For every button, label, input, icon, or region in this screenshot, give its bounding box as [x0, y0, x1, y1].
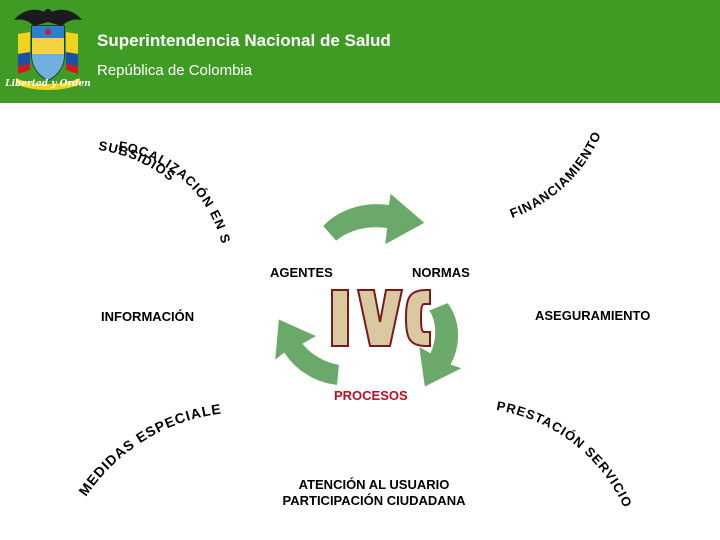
ivc-center-logo [331, 289, 431, 347]
arc-label-focalizacion: FOCALIZACIÓN EN SALUD [0, 0, 234, 246]
motto-text: Libertad y Orden [5, 79, 91, 89]
left-cycle-arrow [272, 316, 342, 388]
bottom-label-line-1: ATENCIÓN AL USUARIO [298, 477, 450, 492]
top-cycle-arrow [320, 190, 428, 248]
node-label-informacion: INFORMACIÓN [101, 309, 195, 324]
arc-label-medidas-especiales: MEDIDAS ESPECIALES [0, 0, 223, 499]
page-subtitle: República de Colombia [97, 62, 253, 79]
node-label-agentes: AGENTES [270, 265, 333, 280]
bottom-label-line-2: PARTICIPACIÓN CIUDADANA [282, 493, 466, 508]
bottom-label: ATENCIÓN AL USUARIO PARTICIPACIÓN CIUDAD… [270, 477, 478, 509]
right-cycle-arrow [416, 300, 467, 390]
node-label-normas: NORMAS [412, 265, 470, 280]
node-label-procesos: PROCESOS [334, 388, 408, 403]
header-banner: Libertad y Orden Superintendencia Nacion… [0, 0, 720, 103]
arc-label-financiamiento: FINANCIAMIENTO [508, 129, 604, 221]
page-title: Superintendencia Nacional de Salud [97, 31, 391, 50]
arc-label-prestacion-servicio: PRESTACIÓN SERVICIO [495, 398, 635, 510]
colombia-coat-of-arms-icon [14, 9, 82, 90]
node-label-aseguramiento: ASEGURAMIENTO [535, 308, 651, 323]
